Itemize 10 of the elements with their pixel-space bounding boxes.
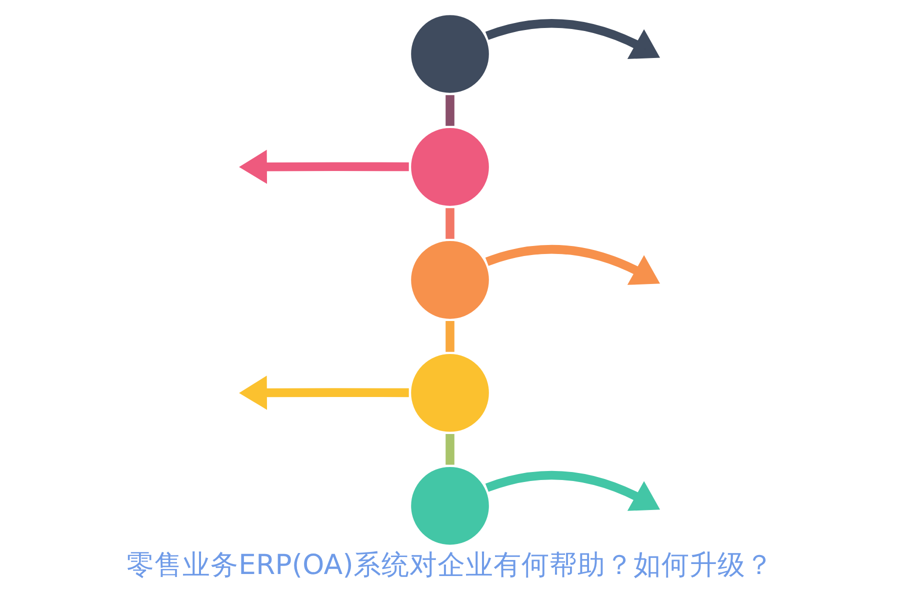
diagram-title: 零售业务ERP(OA)系统对企业有何帮助？如何升级？ xyxy=(126,548,774,581)
connector xyxy=(446,208,454,239)
arrow xyxy=(239,150,409,184)
connector xyxy=(446,434,454,465)
connector xyxy=(446,95,454,126)
arrow xyxy=(486,19,660,59)
arrow xyxy=(486,244,660,285)
arrow xyxy=(486,470,660,511)
connector xyxy=(446,321,454,352)
arrow xyxy=(239,376,409,410)
